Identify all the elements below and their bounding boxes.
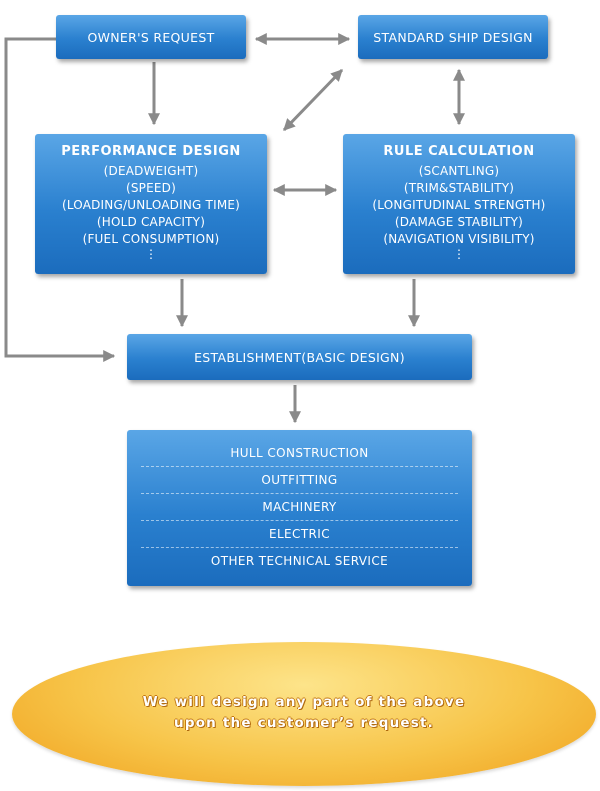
- rule-item: (NAVIGATION VISIBILITY): [383, 232, 535, 246]
- performance-more-ellipsis: ⋮: [145, 247, 157, 261]
- arrow-owner-establishment: [4, 37, 116, 362]
- rule-item: (TRIM&STABILITY): [403, 181, 515, 195]
- performance-item: (LOADING/UNLOADING TIME): [61, 198, 241, 212]
- service-outfitting: OUTFITTING: [141, 467, 458, 494]
- performance-design-title: PERFORMANCE DESIGN: [61, 144, 241, 159]
- standard-ship-design-label: STANDARD SHIP DESIGN: [373, 30, 533, 45]
- performance-item: (SPEED): [125, 181, 177, 195]
- service-electric: ELECTRIC: [141, 521, 458, 548]
- note-ellipse: [12, 642, 596, 786]
- performance-item: (FUEL CONSUMPTION): [82, 232, 220, 246]
- rule-more-ellipsis: ⋮: [453, 247, 465, 261]
- rule-item: (SCANTLING): [418, 164, 500, 178]
- performance-item: (HOLD CAPACITY): [96, 215, 206, 229]
- note-text: We will design any part of the above upo…: [12, 692, 596, 734]
- services-box: HULL CONSTRUCTION OUTFITTING MACHINERY E…: [127, 430, 472, 586]
- rule-calculation-title: RULE CALCULATION: [383, 144, 535, 159]
- establishment-box: ESTABLISHMENT(BASIC DESIGN): [127, 334, 472, 380]
- service-other-technical: OTHER TECHNICAL SERVICE: [210, 554, 389, 568]
- rule-calculation-box: RULE CALCULATION (SCANTLING) (TRIM&STABI…: [343, 134, 575, 274]
- performance-design-box: PERFORMANCE DESIGN (DEADWEIGHT) (SPEED) …: [35, 134, 267, 274]
- rule-item: (DAMAGE STABILITY): [394, 215, 524, 229]
- performance-item: (DEADWEIGHT): [103, 164, 199, 178]
- note-line-1: We will design any part of the above: [142, 694, 466, 710]
- owner-request-label: OWNER'S REQUEST: [87, 30, 215, 45]
- service-hull-construction: HULL CONSTRUCTION: [141, 440, 458, 467]
- establishment-label: ESTABLISHMENT(BASIC DESIGN): [194, 350, 405, 365]
- service-machinery: MACHINERY: [141, 494, 458, 521]
- rule-item: (LONGITUDINAL STRENGTH): [372, 198, 546, 212]
- owner-request-box: OWNER'S REQUEST: [56, 15, 246, 59]
- arrow-standard-performance: [282, 68, 344, 132]
- note-line-2: upon the customer’s request.: [174, 715, 434, 731]
- standard-ship-design-box: STANDARD SHIP DESIGN: [358, 15, 548, 59]
